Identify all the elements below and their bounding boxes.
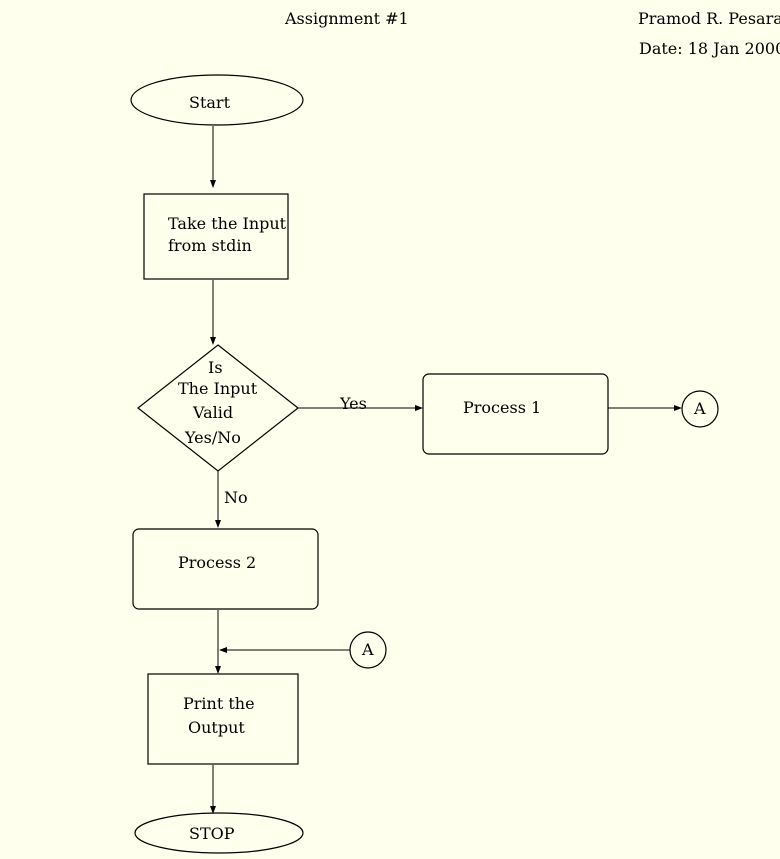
arrow-connector-to-main	[219, 647, 350, 653]
decision-node: Is The Input Valid Yes/No	[137, 344, 299, 472]
author-name: Pramod R. Pesara	[638, 9, 780, 28]
process1-node: Process 1	[422, 373, 609, 455]
connector-in-label: A	[361, 640, 374, 659]
connector-out-label: A	[693, 399, 706, 418]
process1-label: Process 1	[463, 398, 541, 417]
start-node: Start	[130, 74, 304, 126]
input-label-line2: from stdin	[168, 236, 252, 255]
process2-label: Process 2	[178, 553, 256, 572]
stop-label: STOP	[189, 824, 235, 843]
output-label-line2: Output	[188, 718, 245, 737]
connector-out: A	[681, 390, 719, 428]
page-title: Assignment #1	[284, 9, 409, 28]
arrow-output-to-stop	[210, 765, 216, 814]
decision-label-line4: Yes/No	[184, 428, 241, 447]
arrow-input-to-decision	[210, 280, 216, 345]
decision-label-line3: Valid	[192, 403, 233, 422]
arrow-yes: Yes	[298, 394, 423, 413]
arrow-no: No	[215, 471, 248, 528]
start-label: Start	[189, 93, 231, 112]
input-label-line1: Take the Input	[168, 214, 287, 233]
process2-node: Process 2	[132, 528, 319, 610]
input-node: Take the Input from stdin	[143, 193, 289, 280]
no-label: No	[224, 488, 248, 507]
stop-node: STOP	[134, 812, 304, 854]
date-label: Date: 18 Jan 2000	[639, 39, 780, 58]
output-node: Print the Output	[147, 673, 299, 765]
output-label-line1: Print the	[183, 694, 255, 713]
arrow-process1-to-connector	[608, 405, 682, 411]
decision-label-line2: The Input	[178, 379, 258, 398]
connector-in: A	[349, 631, 387, 669]
decision-label-line1: Is	[208, 358, 223, 377]
arrow-process2-to-output	[215, 610, 221, 674]
arrow-start-to-input	[210, 126, 216, 188]
yes-label: Yes	[339, 394, 367, 413]
